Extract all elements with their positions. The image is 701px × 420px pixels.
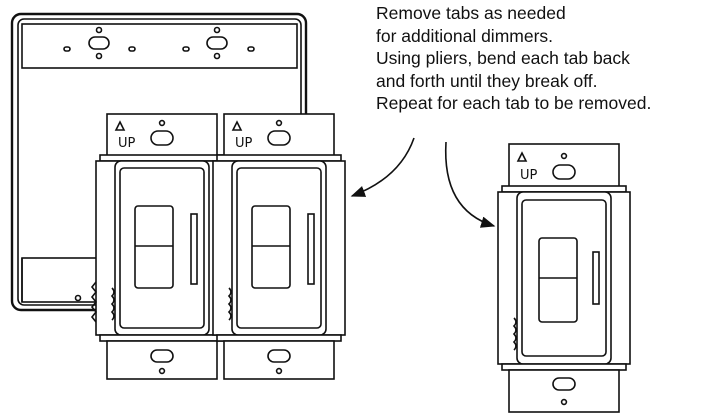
dimmer-1: UP [90,113,229,380]
instruction-line-5: Repeat for each tab to be removed. [376,93,652,114]
wall-box-screw-slots [63,26,255,302]
up-label: UP [235,136,253,151]
instruction-line-1: Remove tabs as needed [376,3,566,23]
instruction-line-3: Using pliers, bend each tab back [376,48,630,69]
instruction-line-2: for additional dimmers. [376,25,554,46]
instruction-text: Remove tabs as needed for additional dim… [376,2,698,115]
dimmer-3: UP [497,143,631,413]
up-label: UP [520,168,538,183]
arrow-to-dimmer-2 [350,137,415,197]
dimmer-2: UP [212,113,346,380]
arrow-to-dimmer-3 [444,141,496,228]
up-label: UP [118,136,136,151]
instruction-line-4: and forth until they break off. [376,70,598,91]
